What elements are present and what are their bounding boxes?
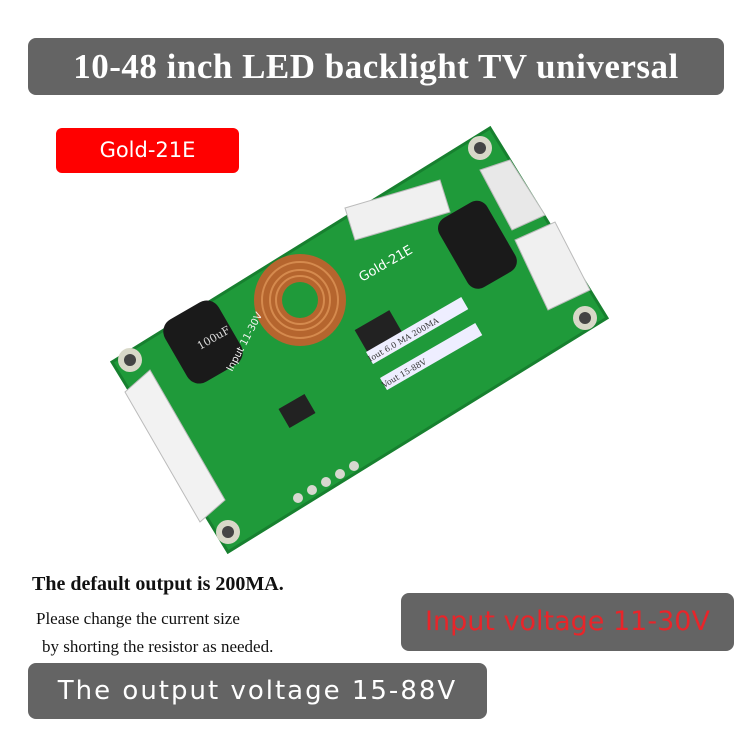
top-connector — [344, 179, 451, 241]
output-voltage-banner: The output voltage 15-88V — [28, 663, 487, 719]
mosfet — [354, 310, 406, 358]
input-voltage-banner: Input voltage 11-30V — [401, 593, 734, 651]
capacitor-left — [163, 300, 243, 384]
resistor-pads — [293, 461, 359, 503]
default-output-note: The default output is 200MA. — [32, 573, 284, 595]
mounting-holes — [118, 136, 597, 544]
right-connector-2 — [479, 159, 546, 231]
left-connector — [124, 369, 226, 523]
model-badge: Gold-21E — [56, 128, 239, 173]
right-connector — [514, 221, 591, 311]
capacitor-right — [438, 200, 517, 289]
ic-chip — [278, 393, 316, 429]
note-line-1: Please change the current size — [36, 609, 240, 628]
title-banner: 10-48 inch LED backlight TV universal bo… — [28, 38, 724, 143]
note-line-2: by shorting the resistor as needed. — [42, 637, 274, 656]
